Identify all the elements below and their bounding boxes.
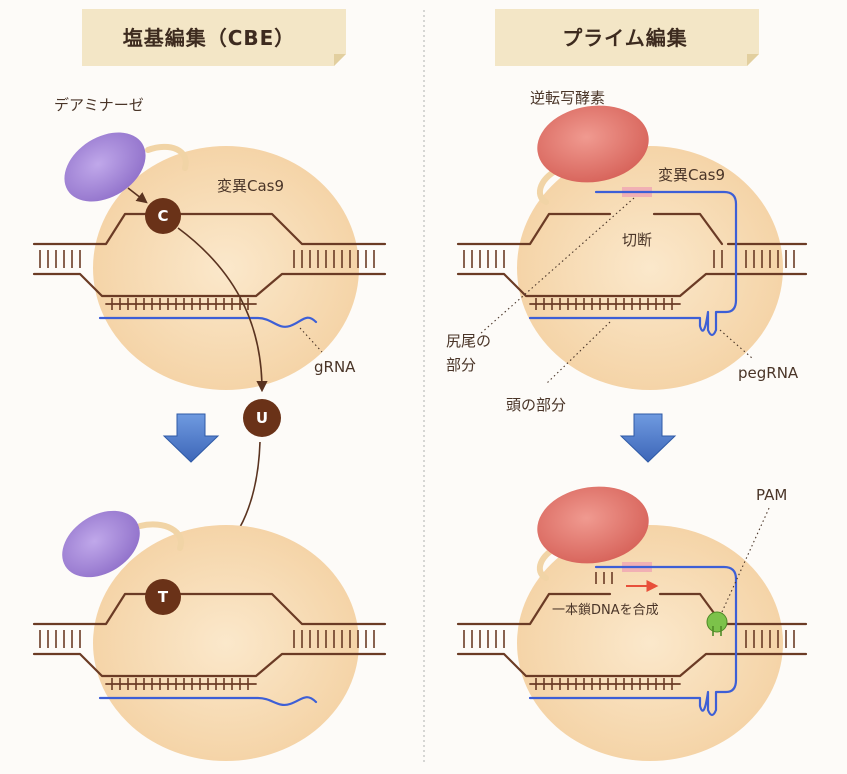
right-title-banner: プライム編集 [495,9,759,66]
pe-before-scene: 変異Cas9 逆転写酵素 [446,89,808,414]
left-transition-arrow [162,413,220,463]
cbe-before-scene: 変異Cas9 デアミナーゼ [32,96,387,390]
right-title: プライム編集 [562,26,688,50]
pam-label: PAM [756,486,787,504]
dna-rungs [39,250,375,268]
grna-label: gRNA [314,358,356,376]
guide-rna-after [98,696,318,706]
deaminase-enzyme [64,132,146,202]
pegrna-label: pegRNA [738,364,799,382]
pe-dna-helix-after [456,572,808,690]
pe-dna-helix [456,212,808,310]
cut-label: 切断 [622,231,652,249]
dna-double-helix [32,212,387,310]
svg-text:C: C [157,207,168,225]
base-u-marker: U [243,399,281,437]
pegrna-after [528,565,738,717]
pegrna [528,190,738,337]
cas9-blob-pe [517,146,783,390]
left-panel: 塩基編集（CBE） 変異Cas9 デアミナーゼ [32,9,387,761]
pe-cas9-label: 変異Cas9 [658,166,725,184]
right-panel: プライム編集 変異Cas9 逆転写酵素 [446,9,808,761]
base-c-marker: C [145,198,181,234]
rna-dna-rungs [111,298,249,310]
head-label: 頭の部分 [506,396,566,414]
base-t-marker: T [145,579,181,615]
cas9-blob-after [93,525,359,761]
cas9-label: 変異Cas9 [217,177,284,195]
svg-text:U: U [256,409,268,427]
cbe-after-scene: T [32,510,387,761]
right-transition-arrow [619,413,677,463]
deaminase-label: デアミナーゼ [54,96,144,114]
dna-double-helix-after [32,592,387,690]
pe-after-scene: 一本鎖DNAを合成 PAM [456,486,808,761]
left-title: 塩基編集（CBE） [123,26,296,50]
tail-label-line2: 部分 [446,356,476,374]
cas9-blob-pe-after [517,525,783,761]
c-to-u-arrow [177,227,268,393]
reverse-transcriptase-after [537,486,649,564]
reverse-transcriptase [537,105,649,183]
rt-label: 逆転写酵素 [530,89,605,107]
tail-label-line1: 尻尾の [446,332,491,350]
svg-text:T: T [158,588,169,606]
pam-site [706,611,728,636]
synthesis-label: 一本鎖DNAを合成 [552,602,659,618]
deaminase-enzyme-after [62,510,140,578]
left-title-banner: 塩基編集（CBE） [82,9,346,66]
guide-rna [98,316,318,328]
